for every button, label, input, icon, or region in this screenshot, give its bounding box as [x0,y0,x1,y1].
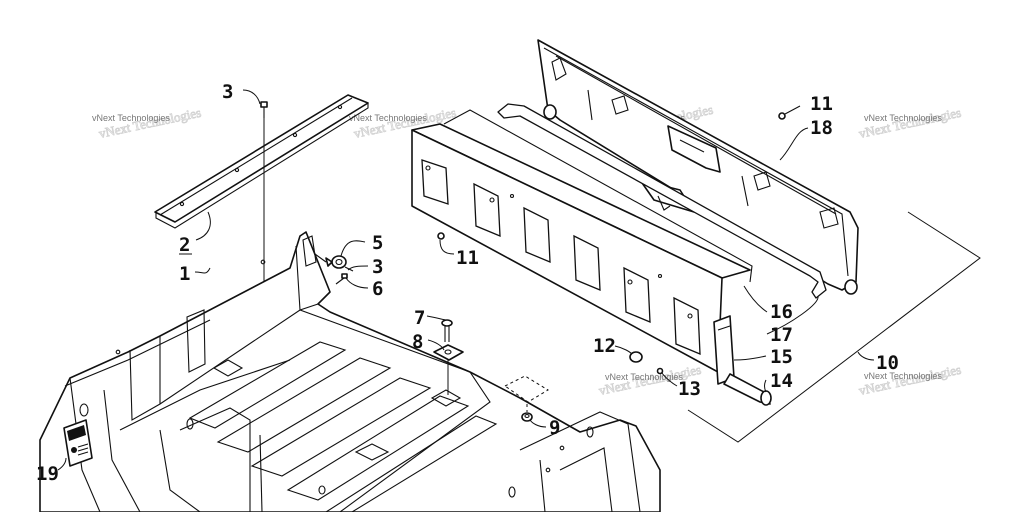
svg-text:vNext Technologies: vNext Technologies [605,372,683,382]
screw-part-11-lower [437,232,445,240]
top-rail-part-2 [154,94,369,229]
svg-text:vNext Technologies: vNext Technologies [864,371,942,381]
hinge-pin-part-14 [723,373,772,406]
warning-decal-part-19 [63,419,93,467]
callout-7: 7 [414,307,425,329]
callout-11-lower: 11 [456,247,479,269]
plate-part-8 [433,344,464,361]
nut-part-9 [521,412,533,422]
callout-11-upper: 11 [810,93,833,115]
callout-12: 12 [593,335,616,357]
callout-13: 13 [678,378,701,400]
callout-10: 10 [876,352,899,374]
tailgate-shell-part-18 [537,39,859,295]
watermark: vNext Technologies vNext Technologies [857,361,963,398]
callout-15: 15 [770,346,793,368]
seal-part-17 [497,103,827,299]
assembly-line [504,375,549,403]
screw-part-11-upper [778,105,801,120]
callout-18: 18 [810,117,833,139]
callout-5: 5 [372,232,383,254]
screw-part-3-upper [260,101,268,118]
leader-lines [57,89,875,471]
screw-part-13 [656,367,664,375]
callout-17: 17 [770,324,793,346]
cap-part-12 [629,351,643,363]
callout-3-upper: 3 [222,81,233,103]
cargo-box-part-1 [39,231,661,512]
callouts: 3 2 1 5 3 6 7 8 9 10 11 11 18 12 13 14 1… [36,81,899,485]
callout-3-lower: 3 [372,256,383,278]
callout-9: 9 [549,417,560,439]
svg-text:vNext Technologies: vNext Technologies [864,113,942,123]
bolt-part-7 [441,319,453,342]
watermark: vNext Technologies vNext Technologies [857,104,963,141]
watermark: vNext Technologies vNext Technologies [92,104,203,141]
tailgate-assembly-outline [687,211,981,443]
tailgate-inner-panel-part-16 [411,109,753,373]
callout-6: 6 [372,278,383,300]
callout-16: 16 [770,301,793,323]
callout-1: 1 [179,263,190,285]
callout-8: 8 [412,331,423,353]
svg-text:vNext Technologies: vNext Technologies [92,113,170,123]
callout-14: 14 [770,370,793,392]
hinge-bracket-part-15 [713,315,735,385]
callout-2: 2 [179,234,190,256]
callout-19: 19 [36,463,59,485]
svg-text:vNext Technologies: vNext Technologies [349,113,427,123]
